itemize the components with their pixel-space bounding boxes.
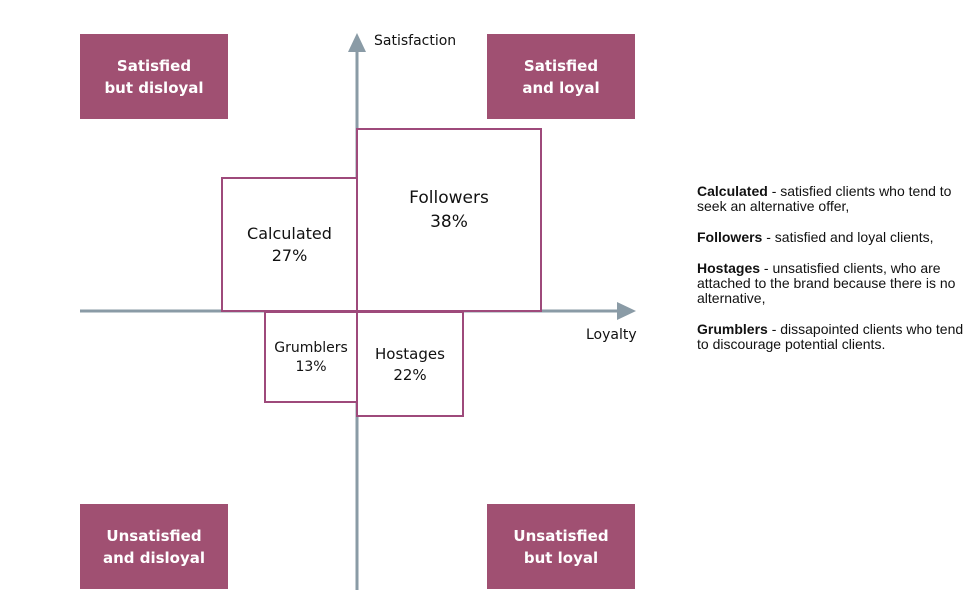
segment-percent: 27% (271, 245, 308, 265)
x-axis-label: Loyalty (586, 327, 637, 343)
corner-line-2: but loyal (523, 548, 599, 567)
legend: Calculated - satisfied clients who tend … (697, 184, 972, 368)
segment-percent: 22% (393, 366, 427, 384)
legend-desc: - satisfied clients who tend to seek an … (697, 183, 952, 214)
corner-line-1: Satisfied (523, 56, 599, 75)
legend-item-hostages: Hostages - unsatisfied clients, who are … (697, 261, 972, 306)
corner-unsatisfied-but-loyal: Unsatisfied but loyal (487, 504, 635, 589)
segment-name: Followers (409, 188, 489, 208)
corner-line-2: and loyal (522, 78, 600, 97)
legend-term: Calculated (697, 183, 768, 199)
corner-line-1: Unsatisfied (106, 526, 202, 545)
legend-desc: - unsatisfied clients, who are attached … (697, 260, 956, 306)
legend-term: Hostages (697, 260, 761, 276)
corner-satisfied-and-loyal: Satisfied and loyal (487, 34, 635, 119)
y-axis-arrowhead (348, 33, 366, 52)
legend-item-followers: Followers - satisfied and loyal clients, (697, 230, 972, 245)
x-axis-arrowhead (617, 302, 636, 320)
segment-name: Calculated (247, 223, 332, 243)
legend-desc: - dissapointed clients who tend to disco… (697, 321, 964, 352)
segment-percent: 38% (430, 212, 468, 232)
segment-percent: 13% (295, 359, 327, 375)
legend-item-calculated: Calculated - satisfied clients who tend … (697, 184, 972, 214)
segment-hostages: Hostages 22% (356, 311, 464, 417)
legend-term: Grumblers (697, 321, 768, 337)
segment-name: Grumblers (274, 340, 348, 356)
corner-line-2: but disloyal (104, 78, 204, 97)
y-axis-label: Satisfaction (374, 33, 457, 49)
legend-desc: - satisfied and loyal clients, (762, 229, 934, 245)
legend-item-grumblers: Grumblers - dissapointed clients who ten… (697, 322, 972, 352)
segment-grumblers: Grumblers 13% (264, 311, 358, 403)
corner-line-1: Satisfied (116, 56, 192, 75)
corner-line-2: and disloyal (102, 548, 206, 567)
segment-name: Hostages (375, 345, 445, 363)
corner-line-1: Unsatisfied (513, 526, 609, 545)
legend-term: Followers (697, 229, 763, 245)
segment-followers: Followers 38% (356, 128, 542, 312)
corner-satisfied-but-disloyal: Satisfied but disloyal (80, 34, 228, 119)
corner-unsatisfied-and-disloyal: Unsatisfied and disloyal (80, 504, 228, 589)
segment-calculated: Calculated 27% (221, 177, 358, 312)
